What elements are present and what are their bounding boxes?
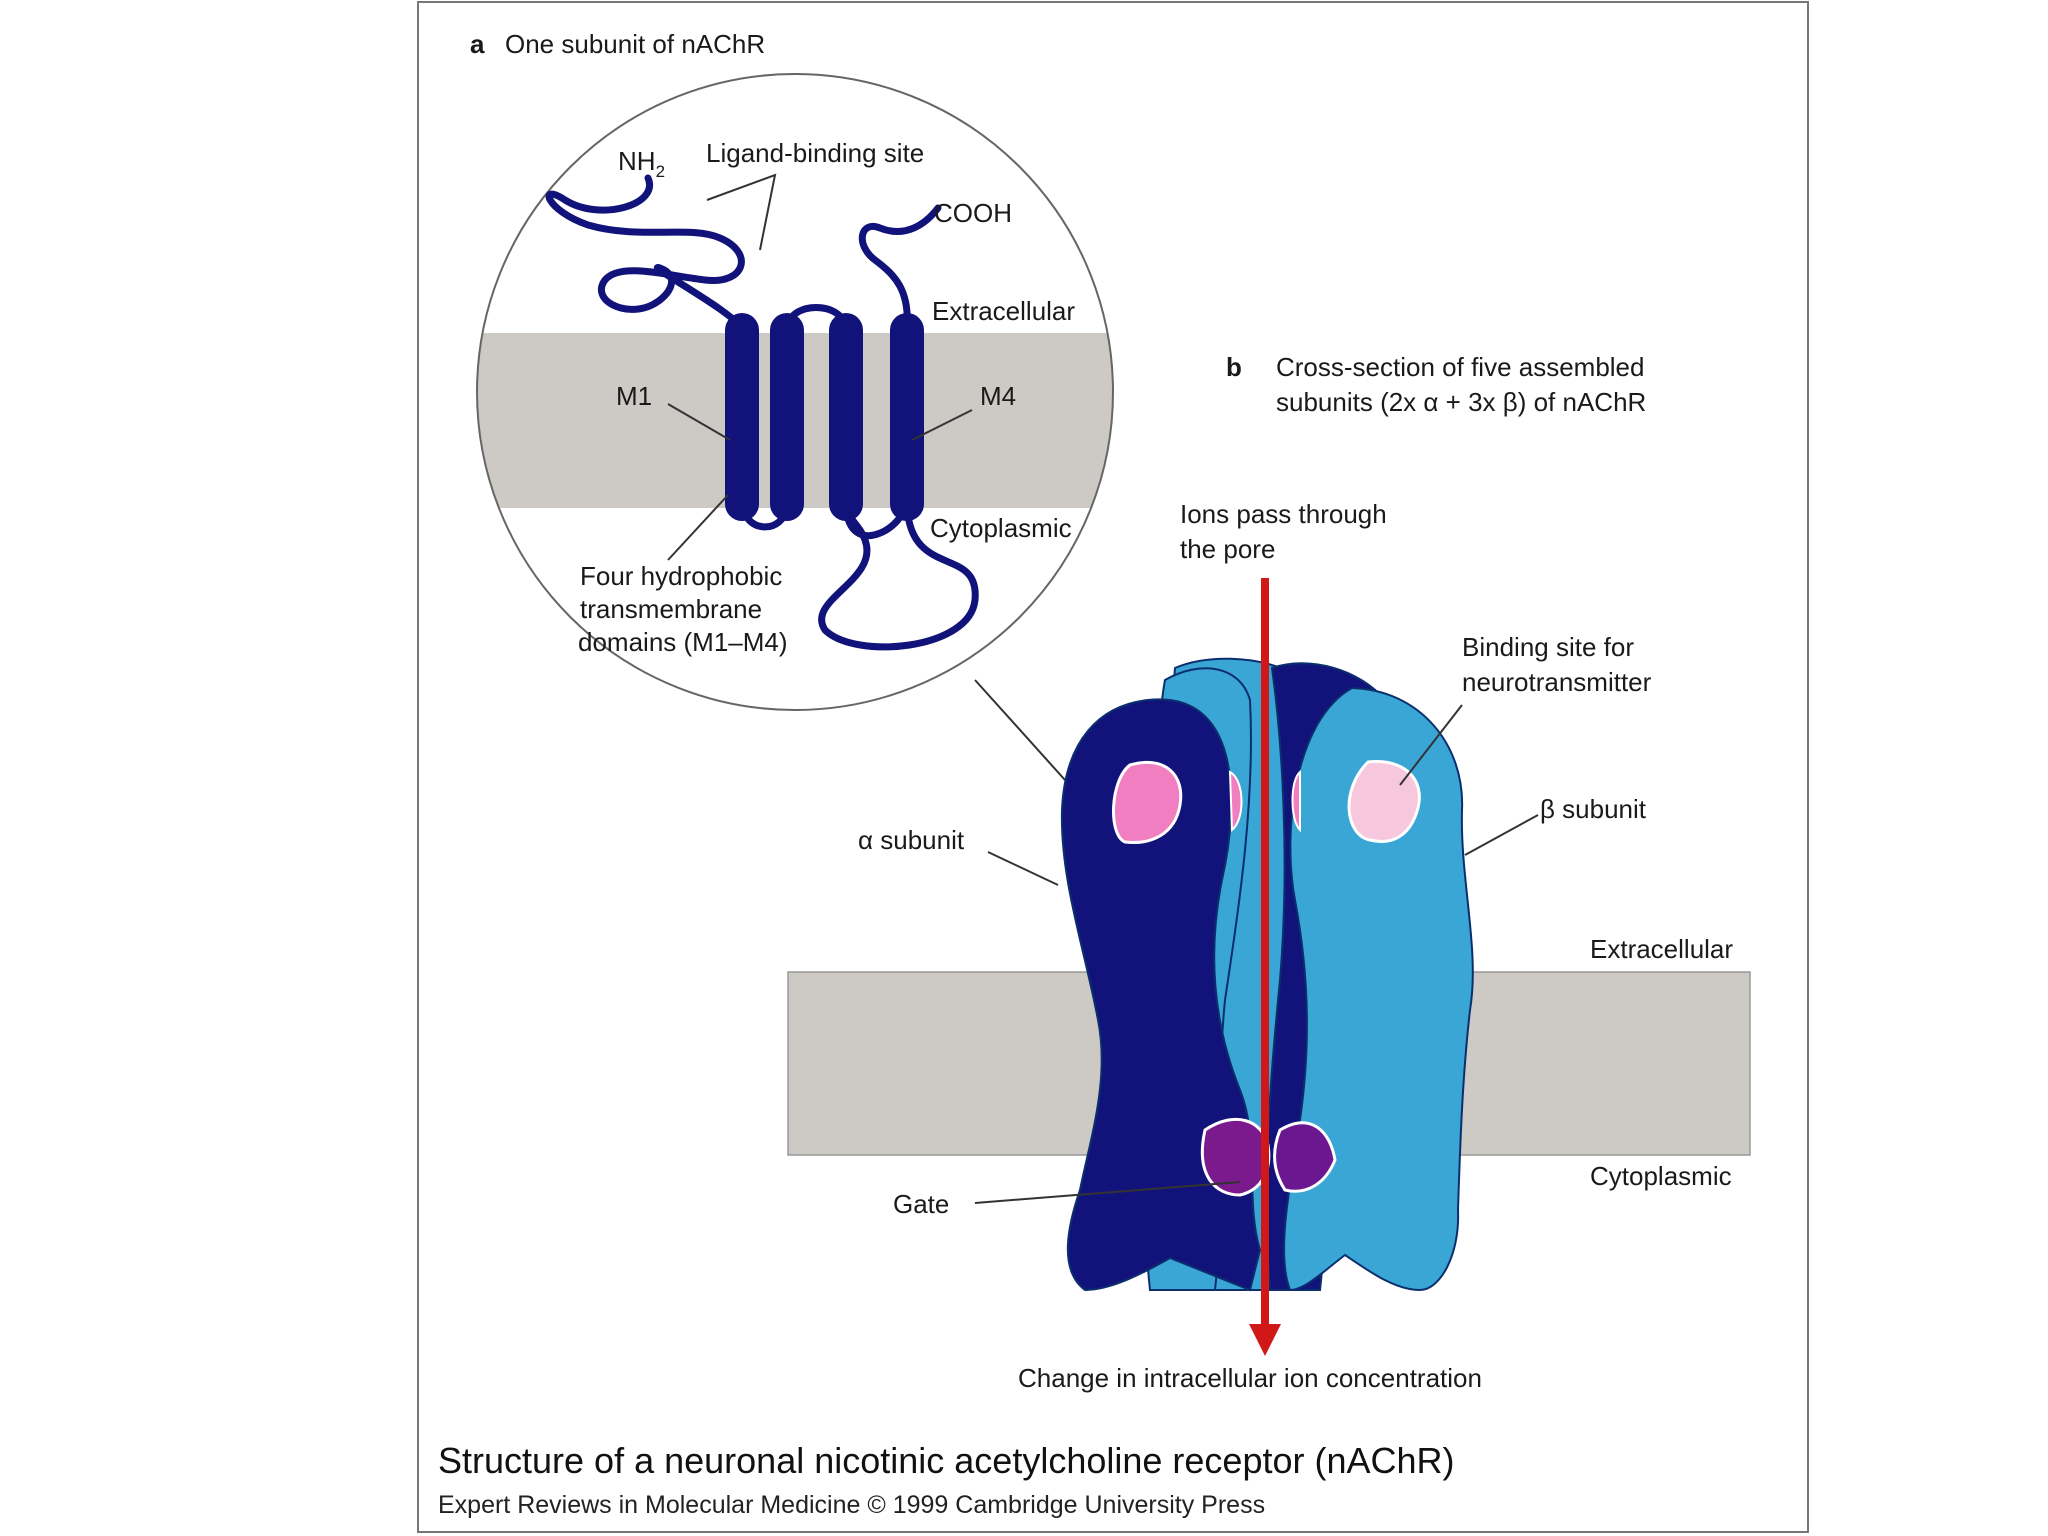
- helix-m3: [829, 313, 863, 521]
- magnifier-circle-outline: [476, 73, 1114, 711]
- binding-leader: [1399, 704, 1463, 786]
- m1-label: M1: [616, 381, 652, 411]
- binding-site-label-line1: Binding site for: [1462, 632, 1634, 662]
- extracellular-label-a: Extracellular: [932, 296, 1075, 326]
- binding-site-back-right: [1291, 769, 1301, 833]
- alpha-leader: [987, 851, 1059, 886]
- figure-caption-title: Structure of a neuronal nicotinic acetyl…: [438, 1440, 1455, 1481]
- nh2-label: NH2: [618, 146, 665, 181]
- panel-b: b Cross-section of five assembled subuni…: [787, 352, 1751, 1393]
- beta-subunit-label: β subunit: [1540, 794, 1647, 824]
- panel-b-title-line2: subunits (2x α + 3x β) of nAChR: [1276, 387, 1646, 417]
- binding-site-alpha: [1112, 760, 1183, 845]
- cooh-label: COOH: [934, 198, 1012, 228]
- domains-label-line1: Four hydrophobic: [580, 561, 782, 591]
- extracellular-label-b: Extracellular: [1590, 934, 1733, 964]
- binding-site-label-line2: neurotransmitter: [1462, 667, 1652, 697]
- panel-b-title-line1: Cross-section of five assembled: [1276, 352, 1644, 382]
- helix-m4: [890, 313, 924, 521]
- m4-leader: [911, 409, 973, 441]
- alpha-subunit-label: α subunit: [858, 825, 965, 855]
- gate-leader: [974, 1181, 1241, 1204]
- change-label: Change in intracellular ion concentratio…: [1018, 1363, 1482, 1393]
- cytoplasmic-label-a: Cytoplasmic: [930, 513, 1072, 543]
- domains-leader: [667, 494, 729, 561]
- m4-label: M4: [980, 381, 1016, 411]
- gate-right: [1273, 1121, 1337, 1193]
- domains-label-line3: domains (M1–M4): [578, 627, 788, 657]
- m1-leader: [667, 403, 731, 441]
- panel-a-title: One subunit of nAChR: [505, 29, 765, 59]
- panel-a: a One subunit of nAChR NH2 Ligand-bindin…: [470, 29, 1114, 711]
- helix-m2: [770, 313, 804, 521]
- ions-label-line1: Ions pass through: [1180, 499, 1387, 529]
- panel-b-letter: b: [1226, 352, 1242, 382]
- beta-subunit-front: [1283, 686, 1474, 1292]
- gate-label: Gate: [893, 1189, 949, 1219]
- ligand-leader: [706, 173, 777, 251]
- panel-a-letter: a: [470, 29, 485, 59]
- ligand-binding-site-label: Ligand-binding site: [706, 138, 924, 168]
- cytoplasmic-label-b: Cytoplasmic: [1590, 1161, 1732, 1191]
- binding-site-back-left: [1228, 770, 1243, 832]
- beta-leader: [1464, 814, 1539, 856]
- figure-caption-credit: Expert Reviews in Molecular Medicine © 1…: [438, 1491, 1265, 1519]
- domains-label-line2: transmembrane: [580, 594, 762, 624]
- helix-m1: [725, 313, 759, 521]
- ions-label-line2: the pore: [1180, 534, 1275, 564]
